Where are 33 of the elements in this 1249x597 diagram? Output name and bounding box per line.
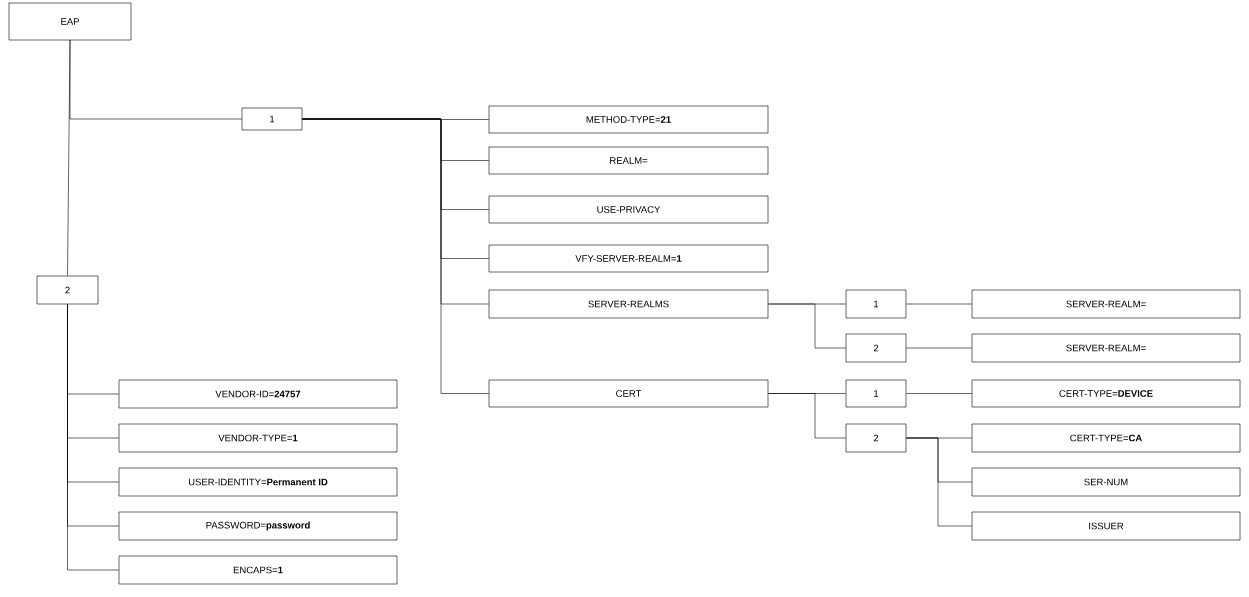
label-box: 1: [241, 107, 303, 131]
label-box: CERT-TYPE=CA: [971, 423, 1241, 453]
label-box: CERT: [488, 379, 769, 408]
label-box: USE-PRIVACY: [488, 195, 769, 224]
label-box: ENCAPS=1: [118, 555, 398, 585]
label-box: PASSWORD=password: [118, 511, 398, 541]
label-box: 1: [845, 379, 907, 408]
label-box: SERVER-REALMS: [488, 289, 769, 319]
label-box: VFY-SERVER-REALM=1: [488, 244, 769, 273]
label-box: SER-NUM: [971, 467, 1241, 497]
label-box: USER-IDENTITY=Permanent ID: [118, 467, 398, 497]
label-box: SERVER-REALM=: [971, 289, 1241, 319]
label-box: 2: [845, 333, 907, 363]
label-box: 2: [36, 275, 99, 305]
label-box: SERVER-REALM=: [971, 333, 1241, 363]
label-box: ISSUER: [971, 511, 1241, 541]
label-box: 2: [845, 423, 907, 453]
connector-line: [906, 393, 972, 394]
connector-line: [906, 303, 972, 305]
label-box: REALM=: [488, 146, 769, 175]
connector-line: [67, 303, 119, 571]
label-box: EAP: [8, 2, 132, 41]
label-box: VENDOR-ID=24757: [118, 379, 398, 409]
connector-line: [302, 118, 489, 394]
label-box: CERT-TYPE=DEVICE: [971, 379, 1241, 408]
connector-line: [906, 347, 972, 349]
label-box: 1: [845, 289, 907, 319]
connector-line: [67, 39, 71, 276]
label-box: VENDOR-TYPE=1: [118, 423, 398, 453]
connector-line: [768, 393, 846, 439]
label-box: METHOD-TYPE=21: [488, 105, 769, 134]
connector-line: [768, 303, 846, 349]
connector-line: [906, 437, 972, 527]
